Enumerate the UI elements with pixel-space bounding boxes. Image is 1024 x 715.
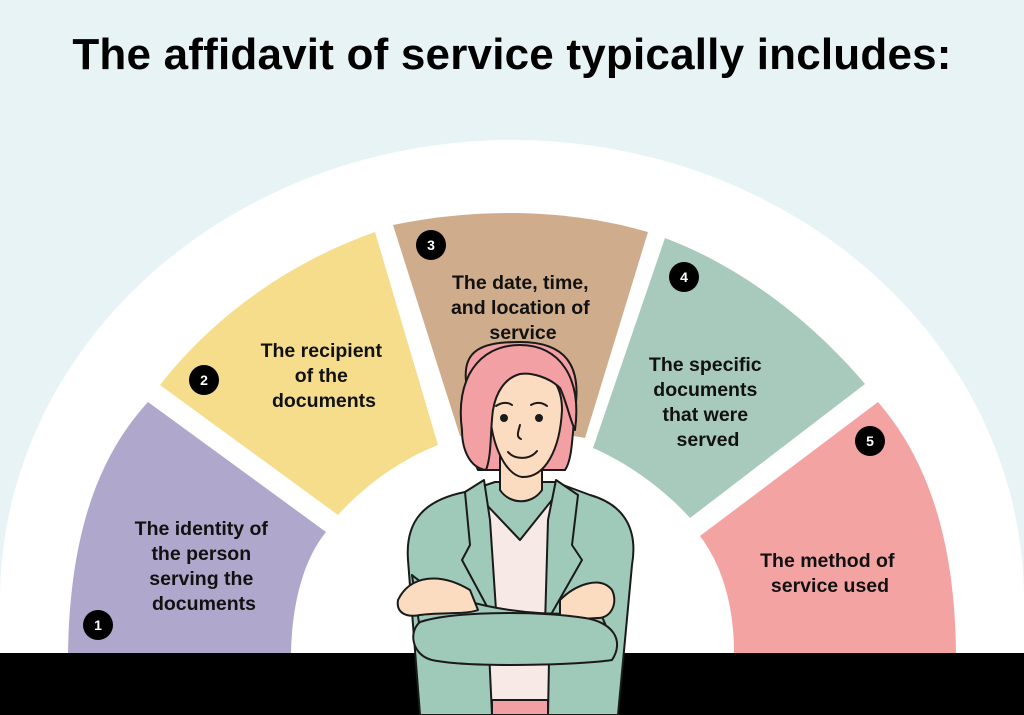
number-badge [416, 230, 446, 260]
woman-illustration [396, 341, 635, 715]
segment-4-label: The specific documents that were served [649, 354, 767, 451]
brow-left [495, 401, 513, 407]
hand-left [396, 577, 479, 617]
number-badge [189, 365, 219, 395]
brow-right [530, 401, 548, 407]
segment-2: The recipient of the documents 2 [160, 232, 438, 515]
lapel-left [461, 479, 498, 626]
segment-1-label: The identity of the person serving the d… [135, 518, 274, 615]
segment-2-label: The recipient of the documents [261, 340, 388, 412]
number-badge [855, 426, 885, 456]
segment-2-number: 2 [200, 372, 208, 388]
segment-2-wedge [160, 232, 438, 515]
number-badge [83, 610, 113, 640]
number-badge [669, 262, 699, 292]
segment-5-number: 5 [866, 433, 874, 449]
segment-3-wedge [393, 213, 648, 438]
arm-front [412, 612, 618, 666]
lapel-right [544, 479, 583, 626]
segment-4: The specific documents that were served … [593, 238, 865, 518]
nose [516, 424, 522, 440]
segment-1-number: 1 [94, 617, 102, 633]
hair-front [459, 344, 578, 471]
segment-4-wedge [593, 238, 865, 518]
eye-left [500, 414, 508, 422]
shirt-hem [491, 699, 549, 715]
segment-1: The identity of the person serving the d… [68, 402, 326, 653]
mouth [507, 450, 538, 459]
segment-3: The date, time, and location of service … [393, 213, 648, 438]
segment-4-number: 4 [680, 269, 688, 285]
segment-3-number: 3 [427, 237, 435, 253]
segment-5: The method of service used 5 [700, 402, 956, 653]
eye-right [535, 414, 543, 422]
hand-right [559, 581, 616, 621]
segment-1-wedge [68, 402, 326, 653]
segment-5-wedge [700, 402, 956, 653]
segment-5-label: The method of service used [760, 550, 900, 597]
segment-3-label: The date, time, and location of service [451, 272, 595, 344]
page-title: The affidavit of service typically inclu… [72, 30, 952, 79]
